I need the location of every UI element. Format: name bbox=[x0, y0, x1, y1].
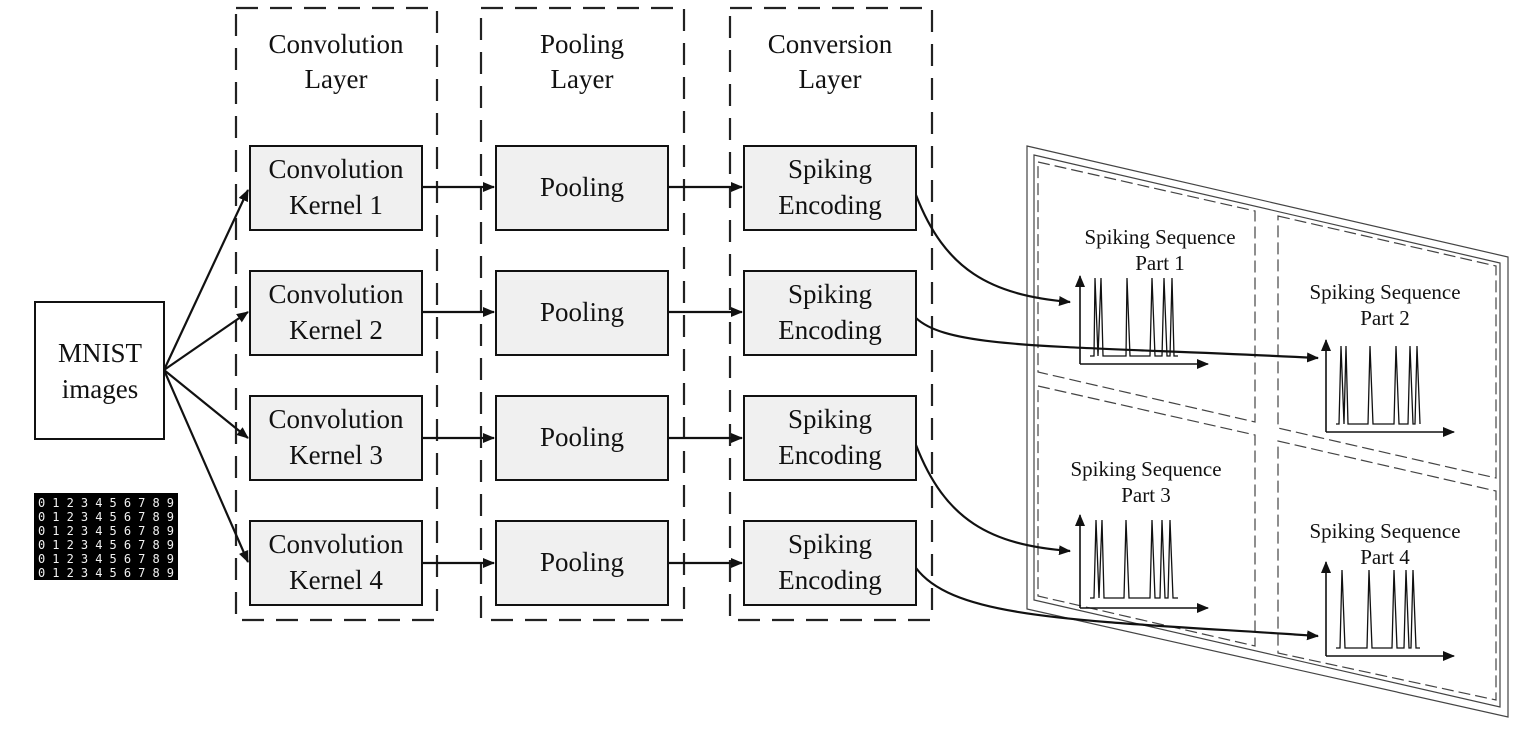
quadrant-2 bbox=[1277, 215, 1497, 479]
pooling-layer-title-line2: Layer bbox=[551, 64, 614, 94]
sequence-3-part: Part 3 bbox=[1121, 483, 1171, 507]
mnist-to-kernel1-arrow bbox=[163, 189, 249, 371]
sequence-3-title: Spiking Sequence bbox=[1070, 457, 1221, 481]
spike-train bbox=[1090, 519, 1178, 599]
conversion-layer-title-line1: Conversion bbox=[768, 29, 893, 59]
pooling-4-label: Pooling bbox=[540, 547, 624, 577]
mnist-sample-image: 0123456789 0123456789 0123456789 0123456… bbox=[34, 493, 178, 580]
quadrant-3 bbox=[1037, 385, 1256, 647]
encoding-4-line2: Encoding bbox=[778, 565, 881, 595]
spike-plot-1 bbox=[1075, 275, 1209, 369]
conv-kernel-1-line2: Kernel 1 bbox=[289, 190, 383, 220]
spike-plot-2 bbox=[1321, 339, 1455, 437]
encoding-1-box bbox=[743, 145, 917, 231]
conv-kernel-3-line1: Convolution bbox=[268, 404, 404, 434]
encoding-2-line1: Spiking bbox=[788, 279, 872, 309]
sequence-1-title: Spiking Sequence bbox=[1084, 225, 1235, 249]
spike-train bbox=[1090, 277, 1178, 357]
sequence-1-part: Part 1 bbox=[1135, 251, 1185, 275]
convolution-layer-title-line2: Layer bbox=[305, 64, 368, 94]
mnist-to-kernel2-arrow bbox=[163, 311, 249, 371]
encoding3-to-sequence3-arrow bbox=[914, 444, 1071, 556]
pooling-1-label: Pooling bbox=[540, 172, 624, 202]
convolution-layer-title-line1: Convolution bbox=[268, 29, 404, 59]
spike-plot-3 bbox=[1075, 514, 1209, 613]
mnist-to-kernel3-arrow bbox=[163, 369, 249, 439]
mnist-input-box bbox=[34, 301, 165, 440]
conv-kernel-4-line2: Kernel 4 bbox=[289, 565, 383, 595]
conv-kernel-3-box bbox=[249, 395, 423, 481]
spike-train bbox=[1336, 569, 1420, 649]
pooling-3-label: Pooling bbox=[540, 422, 624, 452]
conv-kernel-2-line2: Kernel 2 bbox=[289, 315, 383, 345]
spike-plot-4 bbox=[1321, 561, 1455, 661]
pooling-layer-title-line1: Pooling bbox=[540, 29, 624, 59]
conv-kernel-1-line1: Convolution bbox=[268, 154, 404, 184]
mnist-label-line2: images bbox=[62, 374, 138, 404]
conv-kernel-2-line1: Convolution bbox=[268, 279, 404, 309]
conversion-layer-title-line2: Layer bbox=[799, 64, 862, 94]
encoding-2-line2: Encoding bbox=[778, 315, 881, 345]
conv-kernel-4-line1: Convolution bbox=[268, 529, 404, 559]
mnist-label-line1: MNIST bbox=[58, 338, 143, 368]
encoding-4-line1: Spiking bbox=[788, 529, 872, 559]
spiking-sequence-panel bbox=[1026, 145, 1509, 718]
mnist-to-kernel4-arrow bbox=[162, 369, 250, 563]
encoding-3-line2: Encoding bbox=[778, 440, 881, 470]
encoding1-to-sequence1-arrow bbox=[914, 194, 1071, 307]
spike-train bbox=[1336, 345, 1421, 425]
encoding-4-box bbox=[743, 520, 917, 606]
conv-kernel-2-box bbox=[249, 270, 423, 356]
conv-kernel-1-box bbox=[249, 145, 423, 231]
encoding4-to-sequence4-arrow bbox=[915, 567, 1319, 641]
encoding-1-line2: Encoding bbox=[778, 190, 881, 220]
encoding2-to-sequence2-arrow bbox=[915, 317, 1319, 363]
sequence-4-part: Part 4 bbox=[1360, 545, 1410, 569]
encoding-3-line1: Spiking bbox=[788, 404, 872, 434]
sequence-2-title: Spiking Sequence bbox=[1309, 280, 1460, 304]
pooling-2-label: Pooling bbox=[540, 297, 624, 327]
encoding-1-line1: Spiking bbox=[788, 154, 872, 184]
conv-kernel-3-line2: Kernel 3 bbox=[289, 440, 383, 470]
encoding-2-box bbox=[743, 270, 917, 356]
pooling-4-box bbox=[495, 520, 669, 606]
sequence-4-title: Spiking Sequence bbox=[1309, 519, 1460, 543]
quadrant-1 bbox=[1037, 161, 1256, 423]
pooling-2-box bbox=[495, 270, 669, 356]
sequence-2-part: Part 2 bbox=[1360, 306, 1410, 330]
quadrant-4 bbox=[1277, 440, 1497, 701]
encoding-3-box bbox=[743, 395, 917, 481]
